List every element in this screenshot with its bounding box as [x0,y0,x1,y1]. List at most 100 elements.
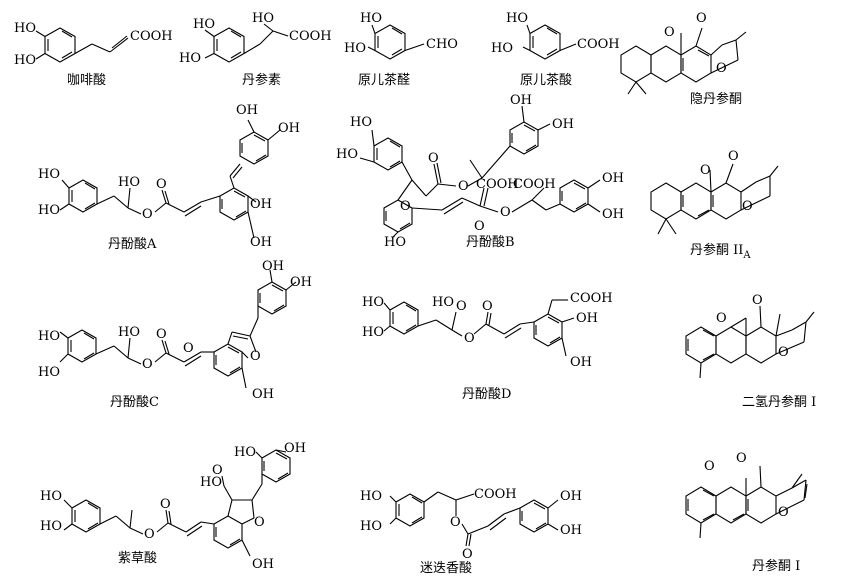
salvianolic-acid-c-skeleton [59,269,297,389]
protocatechuic-aldehyde-skeleton [367,24,425,60]
danshensu-skeleton [204,23,289,63]
lithospermic-acid-label-10: OH [252,557,274,572]
rosmarinic-acid-skeleton [389,491,559,547]
tanshinone-i-name: 丹参酮 I [752,558,800,574]
salvianolic-acid-d-label-1: HO [362,295,384,310]
salvianolic-acid-a-label-1: OH [236,103,258,118]
salvianolic-acid-c-label-1: OH [262,259,284,274]
protocatechuic-aldehyde-name: 原儿茶醛 [358,72,410,88]
salvianolic-acid-b-label-8: COOH [476,177,519,192]
salvianolic-acid-d-label-2: HO [362,325,384,340]
salvianolic-acid-a-name: 丹酚酸A [108,237,157,252]
lithospermic-acid-label-3: HO [40,489,62,504]
salvianolic-acid-b-name: 丹酚酸B [466,235,515,250]
cryptotanshinone-name: 隐丹参酮 [690,91,742,107]
salvianolic-acid-b-label-5: O [428,151,439,166]
rosmarinic-acid-label-2: HO [360,519,382,534]
lithospermic-acid-name: 紫草酸 [118,551,157,566]
rosmarinic-acid-label-6: O [450,515,461,530]
salvianolic-acid-b-label-1: HO [350,115,372,130]
salvianolic-acid-b-label-9: COOH [513,177,556,192]
compound-salvianolic-acid-a: OH OH HO HO HO O O OH OH 丹酚酸A [38,103,300,252]
protocatechuic-acid-label-2: HO [491,41,513,56]
tanshinone-iia-label-2: O [728,149,739,164]
salvianolic-acid-d-name: 丹酚酸D [462,387,511,402]
salvianolic-acid-b-label-2: HO [336,147,358,162]
tanshinone-i-skeleton [685,465,808,539]
salvianolic-acid-c-label-3: HO [38,329,60,344]
dihydrotanshinone-i-name: 二氢丹参酮 I [742,394,816,410]
salvianolic-acid-c-label-7: O [156,327,167,342]
salvianolic-acid-b-label-3: OH [510,93,532,108]
lithospermic-acid-label-6: O [212,463,223,478]
salvianolic-acid-c-label-9: O [250,349,261,364]
lithospermic-acid-label-4: HO [40,519,62,534]
rosmarinic-acid-label-1: HO [360,489,382,504]
salvianolic-acid-c-label-4: HO [38,365,60,380]
salvianolic-acid-d-label-4: O [456,299,467,314]
salvianolic-acid-d-label-8: OH [576,311,598,326]
salvianolic-acid-d-label-7: O [482,299,493,314]
salvianolic-acid-d-label-9: OH [570,355,592,370]
rosmarinic-acid-label-4: OH [560,489,582,504]
salvianolic-acid-a-skeleton [59,119,281,239]
compound-dihydrotanshinone-i: O O O 二氢丹参酮 I [685,293,816,410]
compound-lithospermic-acid: OH HO HO HO HO O O O O OH 紫草酸 [40,441,306,572]
lithospermic-acid-label-7: O [144,527,155,542]
protocatechuic-acid-skeleton [522,24,577,60]
salvianolic-acid-d-label-3: HO [432,295,454,310]
caffeic-acid-label-3: COOH [130,29,173,44]
dihydrotanshinone-i-label-1: O [752,293,763,308]
danshensu-label-3: HO [252,11,274,26]
salvianolic-acid-a-label-8: OH [250,197,272,212]
salvianolic-acid-a-label-2: OH [278,121,300,136]
tanshinone-i-label-3: O [778,505,789,520]
salvianolic-acid-b-label-14: HO [384,235,406,250]
dihydrotanshinone-i-skeleton [685,305,815,379]
salvianolic-acid-b-label-6: O [458,179,469,194]
salvianolic-acid-b-label-11: OH [602,207,624,222]
salvianolic-acid-c-label-5: HO [118,325,140,340]
cryptotanshinone-label-2: O [696,11,707,26]
salvianolic-acid-a-label-5: HO [118,175,140,190]
danshensu-name: 丹参素 [242,72,281,88]
rosmarinic-acid-label-3: COOH [474,487,517,502]
salvianolic-acid-a-label-7: O [156,177,167,192]
salvianolic-acid-a-label-4: HO [38,203,60,218]
dihydrotanshinone-i-label-2: O [716,311,727,326]
tanshinone-iia-skeleton [650,163,779,235]
salvianolic-acid-c-label-6: O [142,357,153,372]
salvianolic-acid-c-name: 丹酚酸C [110,395,159,410]
protocatechuic-acid-name: 原儿茶酸 [520,72,572,88]
dihydrotanshinone-i-label-3: O [778,345,789,360]
caffeic-acid-label-2: HO [14,53,36,68]
compound-salvianolic-acid-c: OH OH HO HO HO O O O O OH 丹酚酸C [38,259,312,410]
salvianolic-acid-c-label-8: O [183,341,194,356]
compound-rosmarinic-acid: HO HO COOH OH OH O O 迷迭香酸 [360,487,582,576]
lithospermic-acid-label-2: HO [234,445,256,460]
compound-caffeic-acid: HO HO COOH 咖啡酸 [14,21,173,88]
protocatechuic-acid-label-3: COOH [577,37,620,52]
danshensu-label-4: COOH [289,29,332,44]
salvianolic-acid-b-label-12: O [500,205,511,220]
cryptotanshinone-skeleton [620,27,747,95]
cryptotanshinone-label-1: O [664,25,675,40]
lithospermic-acid-label-5: HO [200,475,222,490]
salvianolic-acid-d-label-6: COOH [570,291,613,306]
compound-salvianolic-acid-d: HO HO HO O O COOH O OH OH 丹酚酸D [362,291,613,402]
compound-cryptotanshinone: O O O 隐丹参酮 [620,11,747,107]
tanshinone-iia-label-3: O [742,199,753,214]
caffeic-acid-skeleton [35,27,129,63]
compound-danshensu: HO HO HO COOH 丹参素 [179,11,332,88]
protocatechuic-acid-label-1: HO [506,11,528,26]
compound-salvianolic-acid-b: HO HO OH OH O O O COOH COOH OH OH O O HO… [336,93,624,250]
compound-protocatechuic-aldehyde: HO HO CHO 原儿茶醛 [344,11,458,88]
salvianolic-acid-b-skeleton [359,105,601,239]
compound-tanshinone-iia: O O O 丹参酮 IIA [650,149,779,261]
rosmarinic-acid-label-5: OH [560,523,582,538]
lithospermic-acid-skeleton [63,449,291,557]
compound-protocatechuic-acid: HO HO COOH 原儿茶酸 [491,11,620,88]
tanshinone-iia-label-1: O [700,163,711,178]
